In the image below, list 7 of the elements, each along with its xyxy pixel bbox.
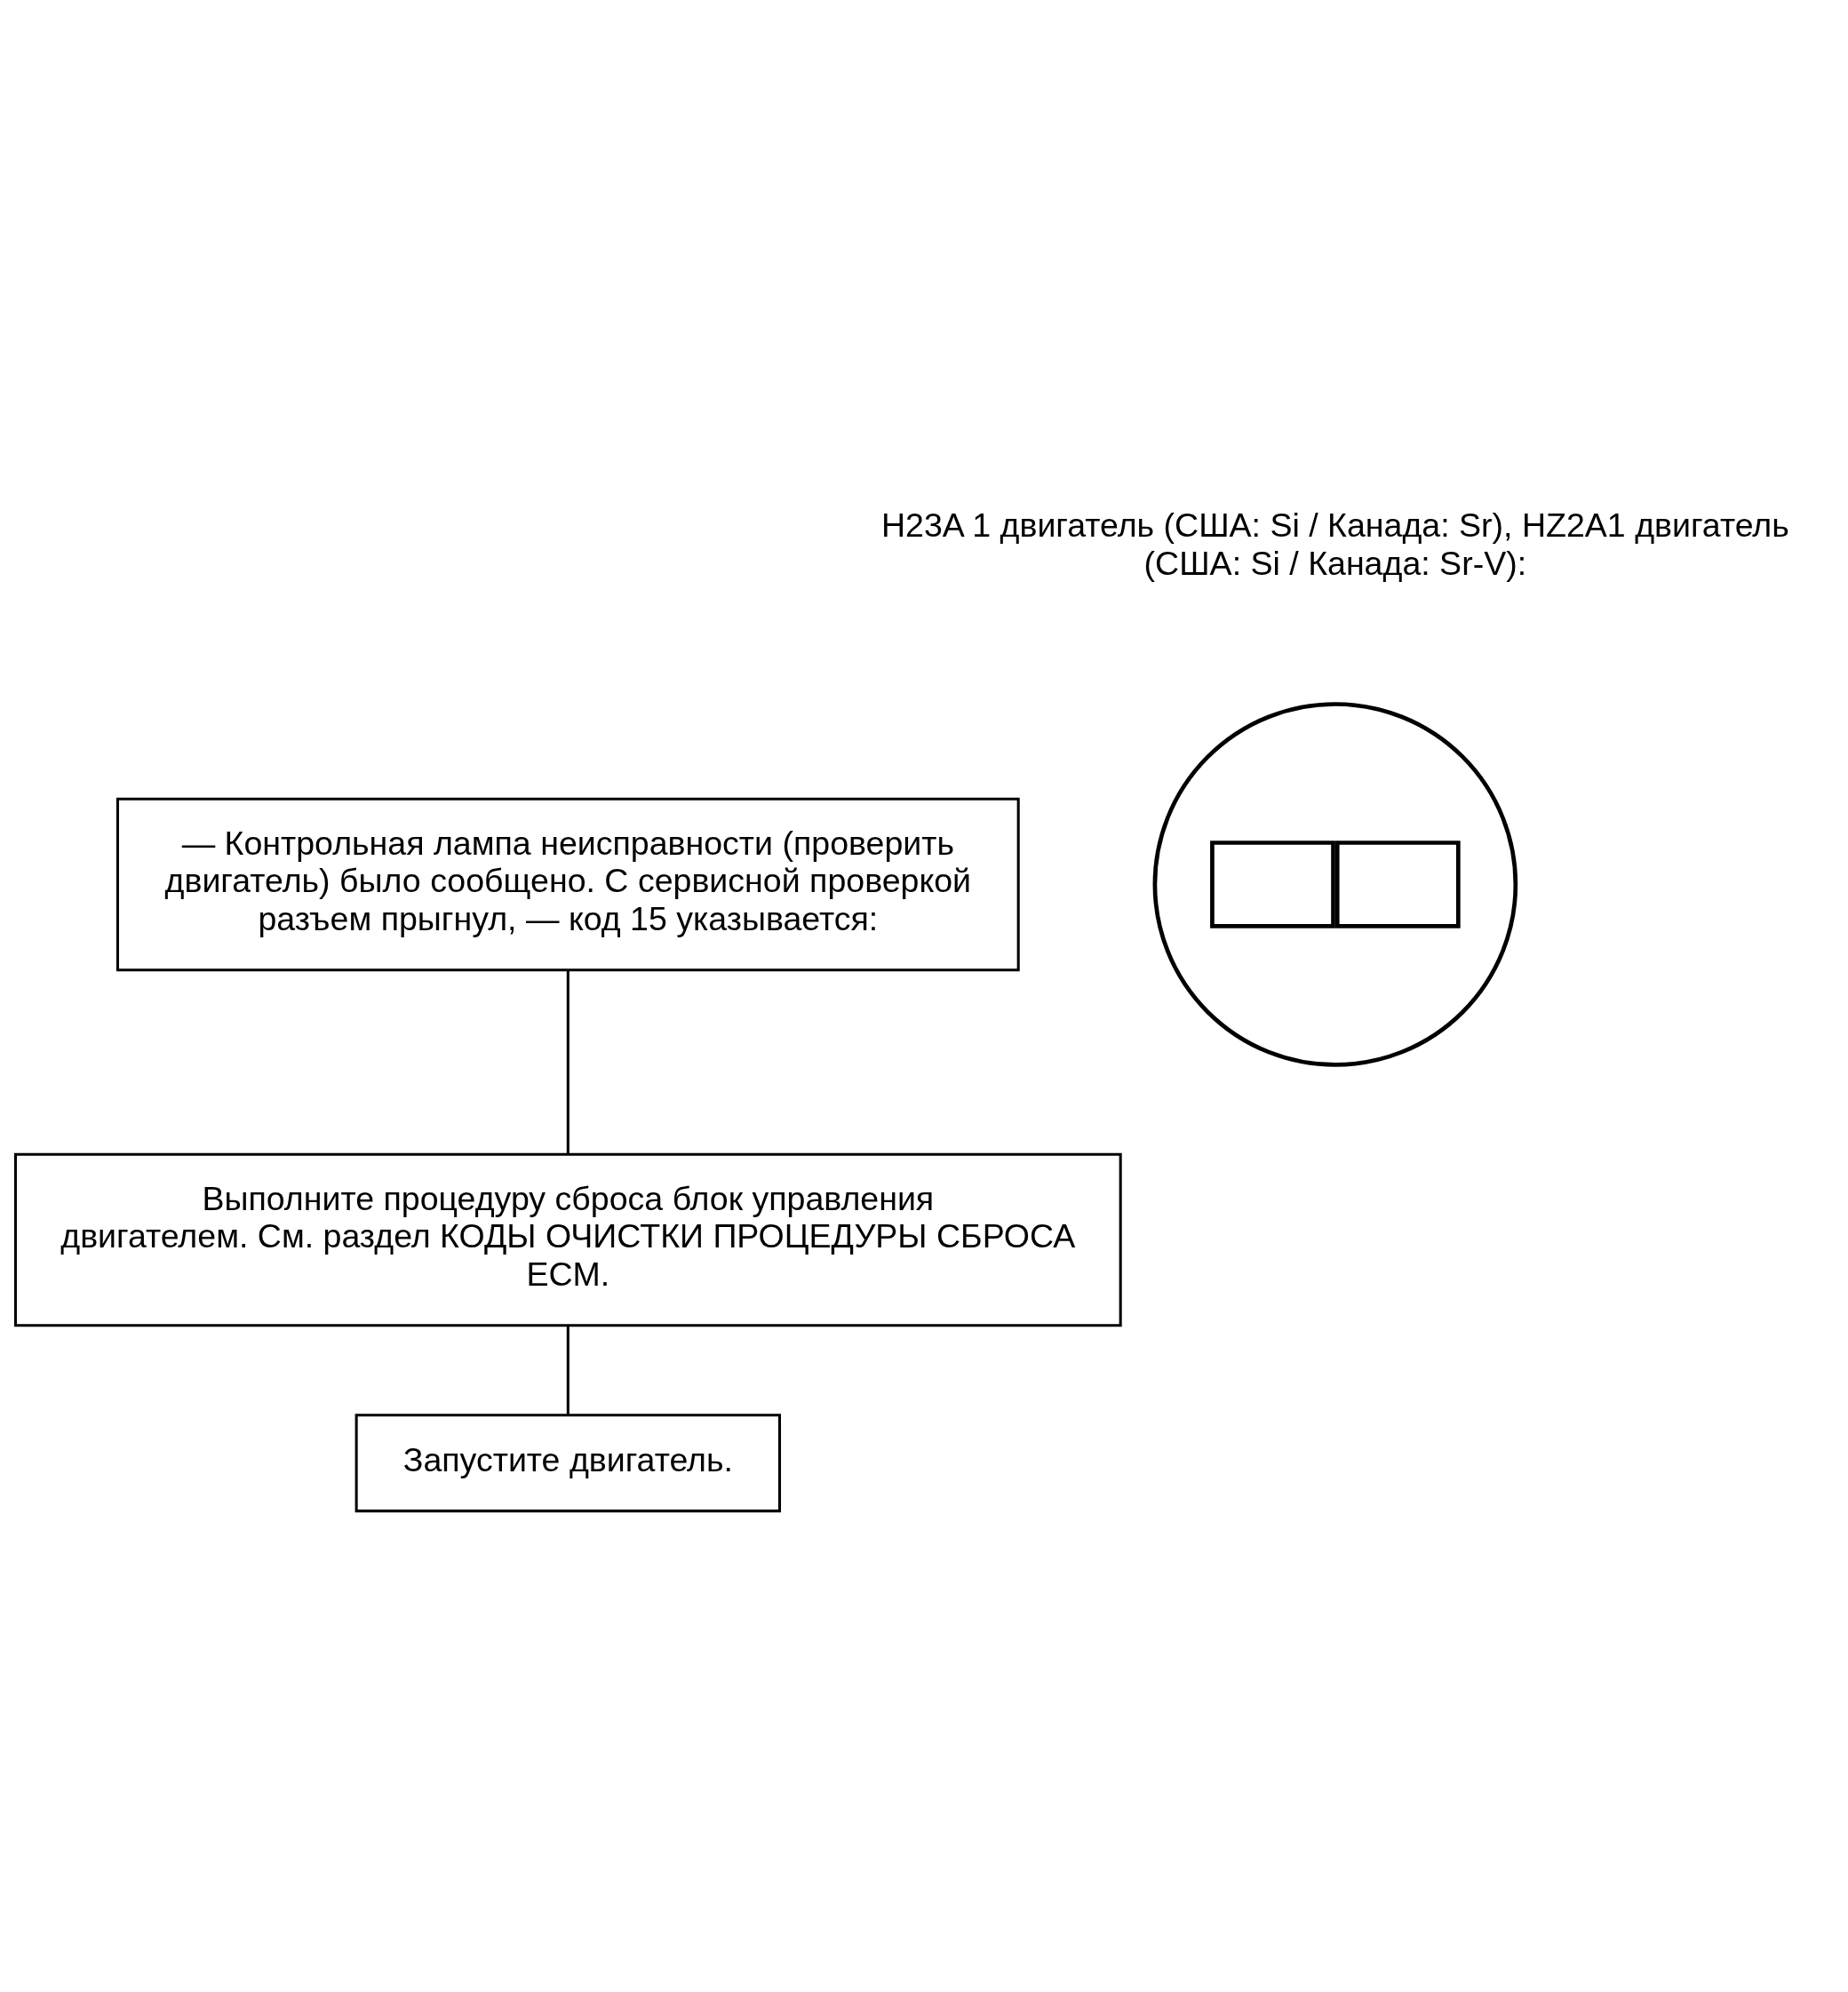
node-box: — Контрольная лампа неисправности (проверить двигатель) было сообщено. С сервисной проверкой разъем прыгнул, — код 15 указывается:: [116, 797, 1020, 972]
connector: [566, 970, 570, 1155]
connector: [566, 1326, 570, 1415]
node-box: Выполните процедуру сброса блок управления двигателем. См. раздел КОДЫ ОЧИСТКИ ПРОЦЕДУРЫ СБРОСА ECM.: [13, 1152, 1122, 1327]
node-circle: [1152, 702, 1518, 1067]
label: H23A 1 двигатель (США: Si / Канада: Sr), HZ2A1 двигатель (США: Si / Канада: Sr-V):: [881, 506, 1789, 582]
node-box: Запустите двигатель.: [354, 1414, 782, 1513]
